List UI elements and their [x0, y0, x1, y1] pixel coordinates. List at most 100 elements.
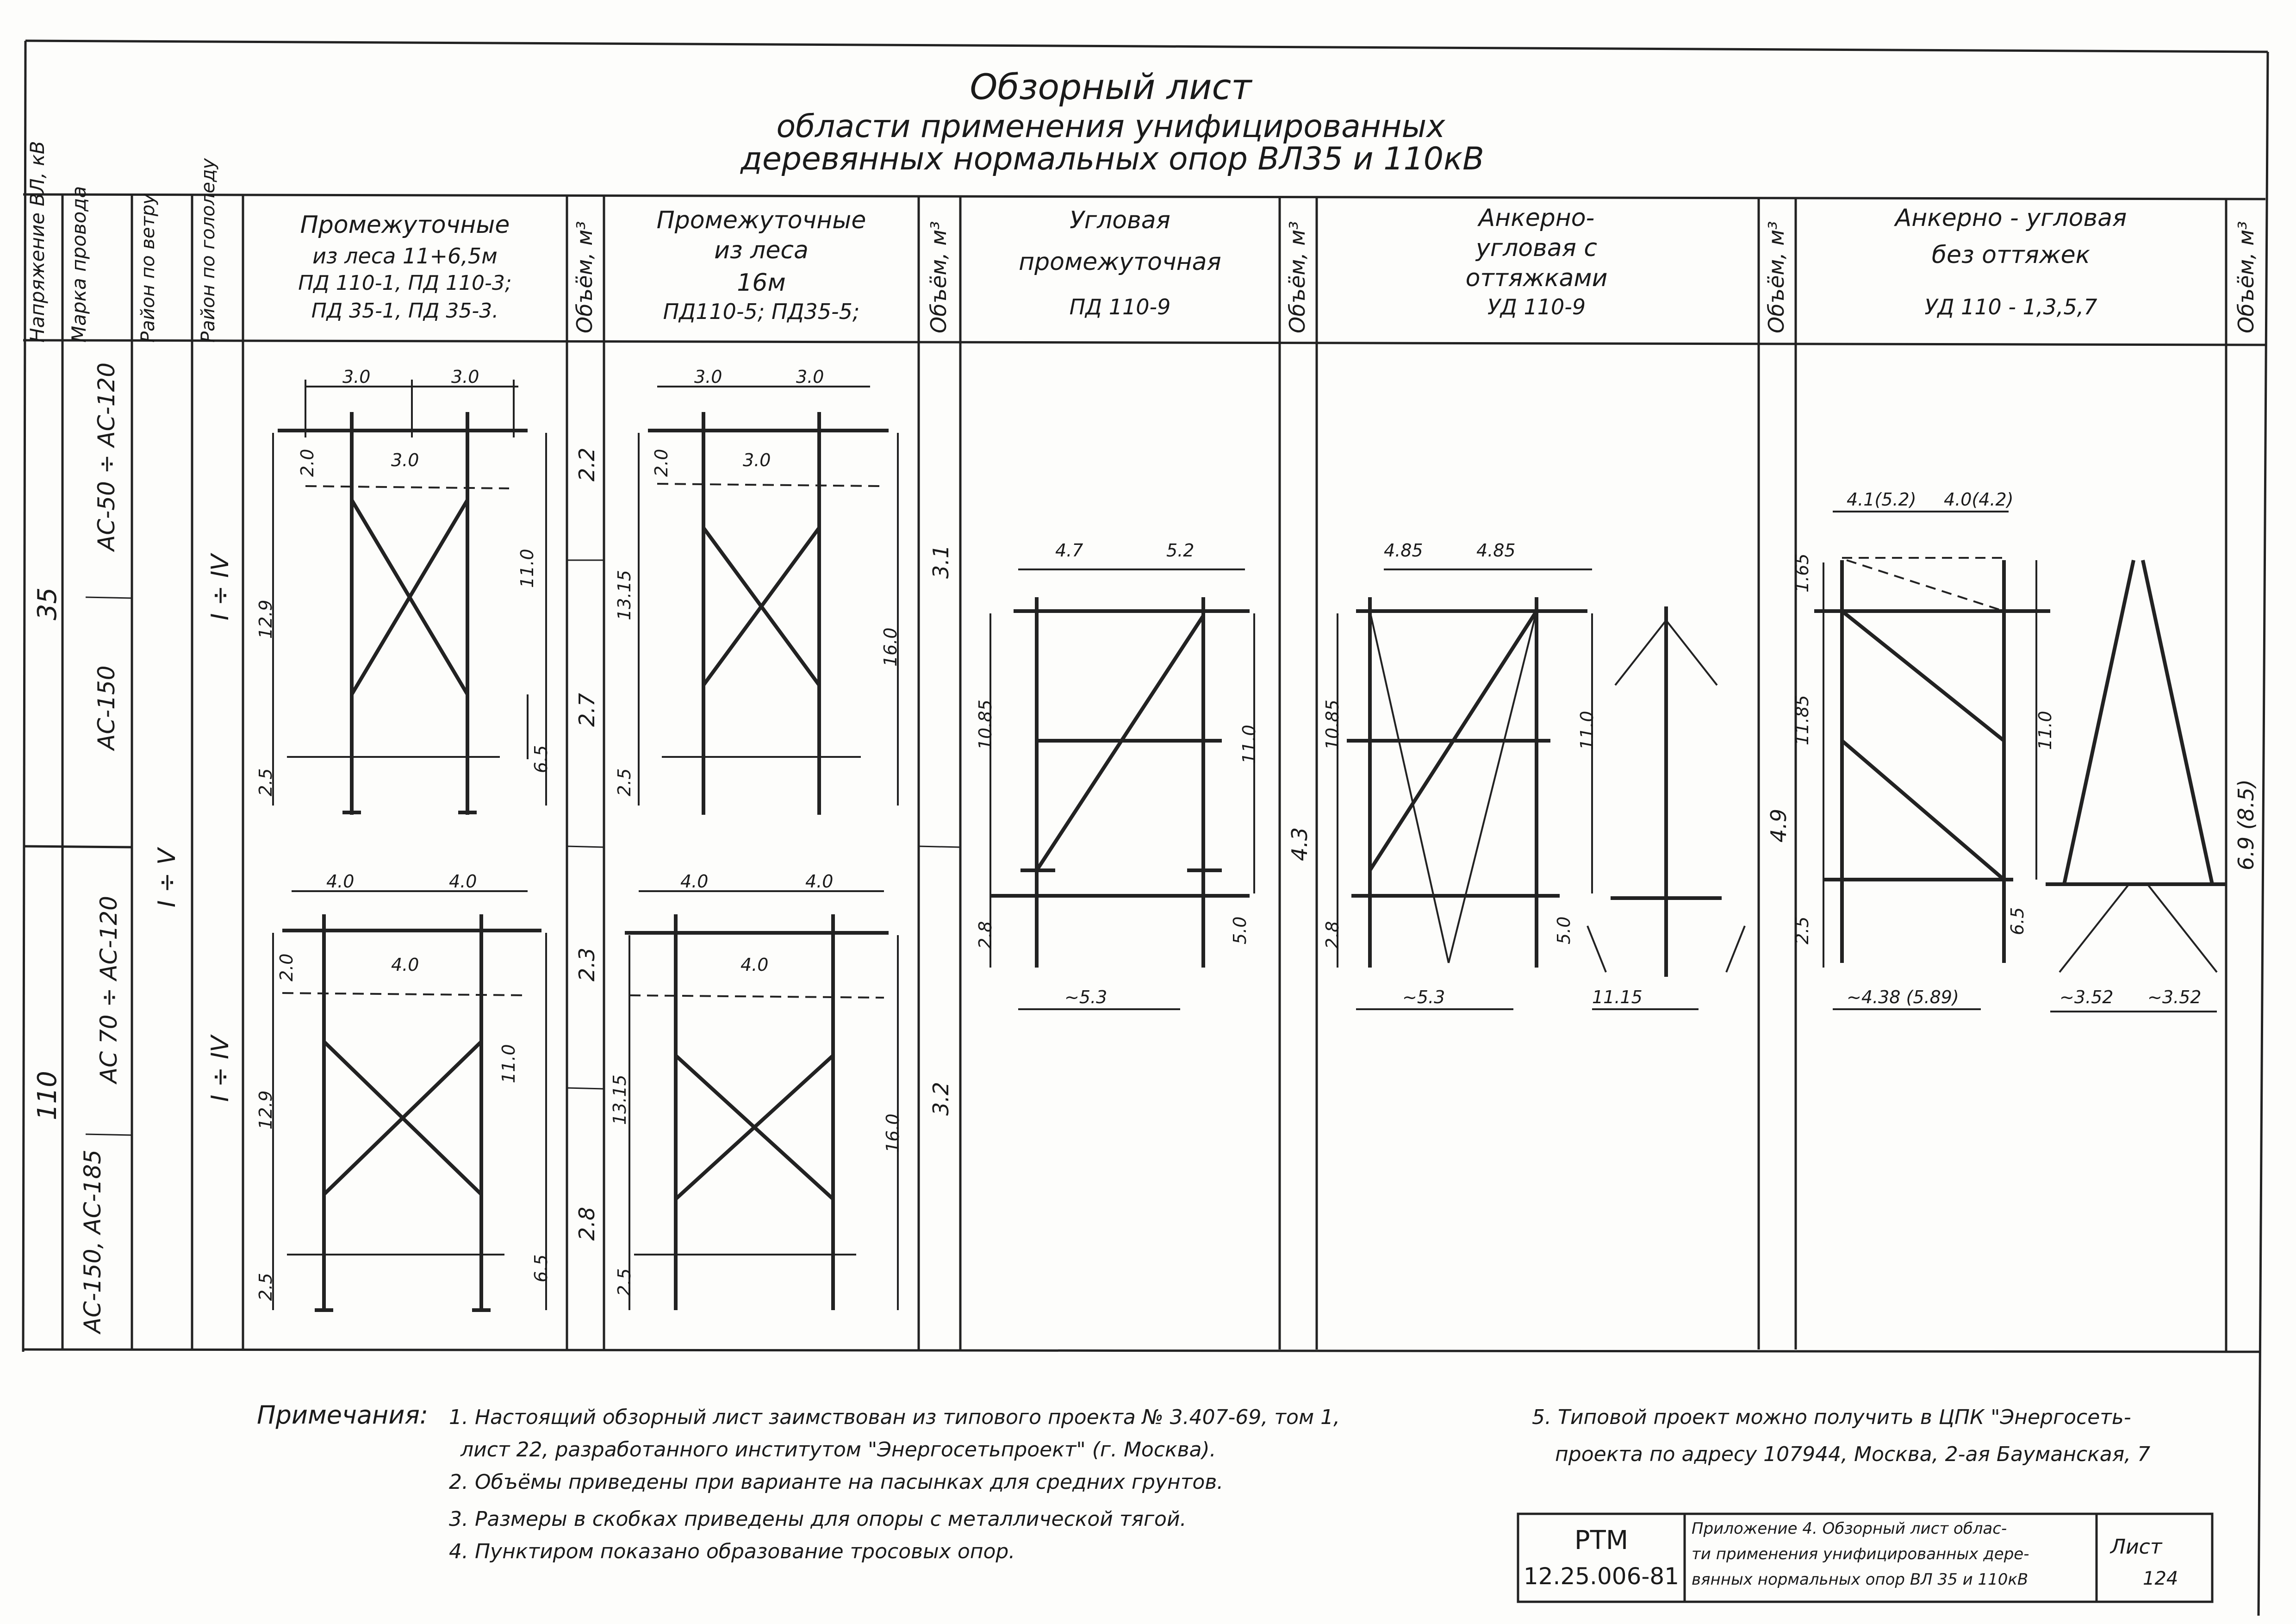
dim-label: 1.65 — [1792, 553, 1812, 593]
dim-label: 6.5 — [2007, 907, 2028, 935]
dim-label: 12.9 — [255, 1090, 276, 1130]
tower-pd110-1-35 — [278, 412, 528, 815]
notes-label: Примечания: — [257, 1400, 429, 1430]
dim-label: 2.8 — [1322, 921, 1343, 949]
note-line: 5. Типовой проект можно получить в ЦПК "… — [1532, 1405, 2131, 1429]
tower-ud110-1 — [1814, 560, 2226, 963]
ice-range-35: I ÷ IV — [206, 554, 234, 620]
ice-range-110: I ÷ IV — [206, 1036, 234, 1102]
vol-header-2: Объём, м³ — [926, 221, 951, 333]
title-line-3: деревянных нормальных опор ВЛ35 и 110кВ — [740, 141, 1484, 177]
stamp-sheet-number: 124 — [2143, 1568, 2178, 1589]
col1-line3: ПД 110-1, ПД 110-3; — [298, 271, 512, 295]
dim-label: 11.0 — [517, 549, 537, 588]
dim-label: 2.0 — [297, 449, 317, 477]
dim-label: 11.15 — [1592, 987, 1643, 1007]
dim-label: 3.0 — [694, 367, 722, 387]
col3-line2: промежуточная — [1019, 248, 1221, 276]
vol-c1-35-a: 2.2 — [574, 447, 599, 481]
vol-header-1: Объём, м³ — [572, 221, 597, 333]
vol-header-5: Объём, м³ — [2234, 221, 2259, 333]
dim-label: 10.85 — [975, 700, 996, 750]
dim-label: 4.0 — [680, 871, 709, 892]
stamp-desc-3: вянных нормальных опор ВЛ 35 и 110кВ — [1692, 1570, 2028, 1589]
col5-line3: УД 110 - 1,3,5,7 — [1924, 294, 2097, 319]
dim-label: ~5.3 — [1064, 987, 1108, 1007]
dim-label: ~5.3 — [1402, 987, 1445, 1007]
col3-line3: ПД 110-9 — [1069, 294, 1171, 319]
vol-c2-35: 3.1 — [928, 544, 953, 579]
stamp-desc-1: Приложение 4. Обзорный лист облас- — [1692, 1519, 2007, 1538]
title-line-1: Обзорный лист — [970, 66, 1252, 107]
dim-label: 5.0 — [1230, 916, 1250, 944]
dim-label: ~3.52 — [2147, 987, 2202, 1007]
stamp-sheet-label: Лист — [2110, 1535, 2162, 1559]
tower-ud110-9 — [1347, 597, 1722, 977]
title-line-2: области применения унифицированных — [776, 108, 1445, 145]
col2-line2: из леса — [714, 237, 809, 264]
dim-label: 5.0 — [1554, 916, 1574, 944]
note-line: 3. Размеры в скобках приведены для опоры… — [449, 1507, 1187, 1531]
stamp-desc-2: ти применения унифицированных дере- — [1692, 1545, 2029, 1563]
voltage-110: 110 — [32, 1071, 62, 1120]
col2-line1: Промежуточные — [656, 206, 866, 234]
stamp-code-2: 12.25.006-81 — [1523, 1563, 1680, 1590]
dim-label: 2.8 — [975, 921, 996, 949]
dim-label: ~3.52 — [2060, 987, 2114, 1007]
dim-label: 4.85 — [1476, 540, 1516, 561]
col4-line2: угловая с — [1475, 234, 1598, 262]
tower-pd110-5-35 — [648, 412, 889, 815]
note-line: лист 22, разработанного институтом "Энер… — [460, 1438, 1216, 1462]
dim-label: 4.7 — [1055, 540, 1083, 561]
col3-line1: Угловая — [1070, 206, 1170, 234]
tower-pd110-5-110 — [625, 914, 889, 1310]
dim-label: 16.0 — [880, 627, 901, 667]
dim-label: 6.5 — [531, 745, 551, 773]
header-wire: Марка провода — [68, 186, 90, 343]
vol-c4: 4.9 — [1766, 808, 1791, 843]
dim-label: 3.0 — [342, 367, 371, 387]
vol-c5: 6.9 (8.5) — [2234, 779, 2259, 870]
tower-pd110-9 — [990, 597, 1250, 968]
dim-label: 4.0 — [449, 871, 477, 892]
dim-label: 4.0 — [391, 955, 419, 975]
dim-label: 4.85 — [1384, 540, 1423, 561]
vol-c1-110-a: 2.3 — [574, 947, 599, 981]
dim-label: 3.0 — [391, 450, 419, 470]
dim-label: 5.2 — [1166, 540, 1195, 561]
dim-label: 2.5 — [1792, 916, 1812, 944]
dim-label: 3.0 — [743, 450, 771, 470]
dim-label: 11.0 — [1577, 711, 1597, 750]
vol-c2-110: 3.2 — [928, 1081, 953, 1116]
dim-label: 11.0 — [498, 1044, 519, 1083]
wire-110-b: АС-150, АС-185 — [79, 1149, 106, 1333]
dim-label: 2.5 — [614, 1268, 635, 1296]
dim-label: 16.0 — [883, 1113, 903, 1153]
col2-line3: 16м — [737, 269, 786, 297]
col4-line1: Анкерно- — [1478, 204, 1595, 232]
col5-line1: Анкерно - угловая — [1895, 204, 2127, 232]
dim-label: 4.0 — [805, 871, 834, 892]
dim-label: 2.0 — [651, 449, 672, 477]
col1-line2: из леса 11+6,5м — [312, 244, 498, 269]
dim-label: ~4.38 (5.89) — [1847, 987, 1959, 1007]
tower-pd110-1-110 — [282, 914, 541, 1312]
dim-label: 11.0 — [1239, 725, 1259, 764]
wire-110-a: АС 70 ÷ АС-120 — [95, 896, 122, 1083]
dim-label: 11.85 — [1792, 695, 1812, 745]
dim-label: 6.5 — [531, 1254, 551, 1282]
col1-line1: Промежуточные — [300, 211, 510, 239]
dim-label: 2.5 — [255, 1273, 276, 1301]
note-line: 1. Настоящий обзорный лист заимствован и… — [449, 1405, 1340, 1429]
dim-label: 2.0 — [276, 953, 297, 981]
dim-label: 2.5 — [255, 768, 276, 796]
dim-label: 2.5 — [614, 768, 635, 796]
vol-c3: 4.3 — [1287, 827, 1312, 861]
vol-c1-35-b: 2.7 — [574, 693, 599, 727]
dim-label: 11.0 — [2035, 711, 2055, 750]
note-line: проекта по адресу 107944, Москва, 2-ая Б… — [1555, 1443, 2151, 1466]
dim-label: 4.0(4.2) — [1944, 489, 2014, 510]
col4-line3: оттяжками — [1465, 264, 1608, 292]
voltage-35: 35 — [32, 587, 62, 620]
